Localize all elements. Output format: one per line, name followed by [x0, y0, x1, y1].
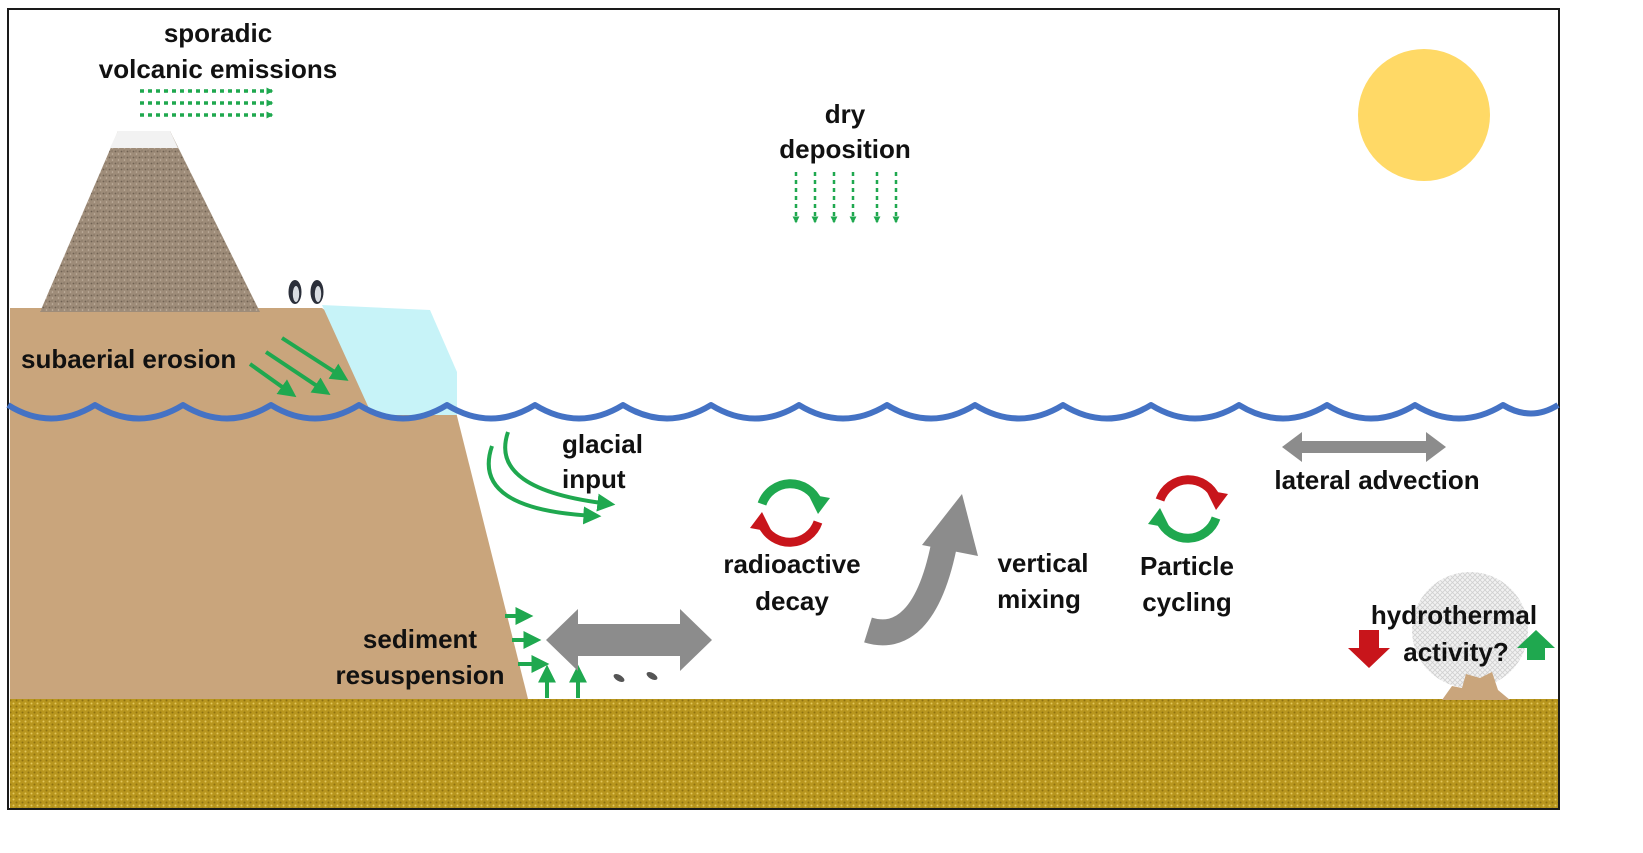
benthic-exchange-arrow	[546, 609, 712, 671]
lateral-advection-label: lateral advection	[1274, 465, 1479, 495]
hydrothermal-label-line1: hydrothermal	[1371, 600, 1537, 630]
sediment-resuspension-label-line1: sediment	[363, 624, 477, 654]
volcanic-label-line1: sporadic	[164, 18, 272, 48]
sediment-resuspension-label-line2: resuspension	[335, 660, 504, 690]
radioactive-decay-cycle-icon	[750, 479, 830, 547]
seafloor-sediment	[10, 699, 1558, 808]
radioactive-decay-label-line2: decay	[755, 586, 829, 616]
volcano-icon	[40, 131, 260, 312]
subaerial-erosion-arrows	[248, 336, 349, 398]
hydrothermal-removal-arrow	[1348, 630, 1390, 668]
glacial-input-label-line2: input	[562, 464, 626, 494]
sea-surface-waves	[6, 402, 1560, 422]
vertical-mixing-label-line1: vertical	[997, 548, 1088, 578]
dry-deposition-arrows	[792, 172, 900, 224]
sun-icon	[1358, 49, 1490, 181]
glacial-input-arrows	[486, 431, 616, 525]
particle-icon	[613, 672, 658, 682]
volcanic-label-line2: volcanic emissions	[99, 54, 337, 84]
volcanic-emission-arrows	[140, 87, 274, 119]
penguin-icon	[288, 280, 324, 304]
particle-cycling-icon	[1148, 475, 1228, 543]
dry-deposition-label-line1: dry	[825, 99, 866, 129]
hydrothermal-label-line2: activity?	[1403, 637, 1509, 667]
hydrothermal-input-arrow	[1517, 630, 1555, 660]
subaerial-erosion-label: subaerial erosion	[21, 344, 236, 374]
dry-deposition-label-line2: deposition	[779, 134, 910, 164]
vertical-mixing-arrow	[864, 494, 978, 646]
vertical-mixing-label-line2: mixing	[997, 584, 1081, 614]
radioactive-decay-label-line1: radioactive	[723, 549, 860, 579]
hydrothermal-vent-icon	[1442, 672, 1510, 700]
glacier-icon	[322, 305, 457, 415]
sediment-resuspension-arrows	[505, 607, 587, 698]
lateral-advection-arrow	[1282, 432, 1446, 462]
glacial-input-label-line1: glacial	[562, 429, 643, 459]
particle-cycling-label-line1: Particle	[1140, 551, 1234, 581]
hydrothermal-plume	[1412, 572, 1528, 688]
particle-cycling-label-line2: cycling	[1142, 587, 1232, 617]
